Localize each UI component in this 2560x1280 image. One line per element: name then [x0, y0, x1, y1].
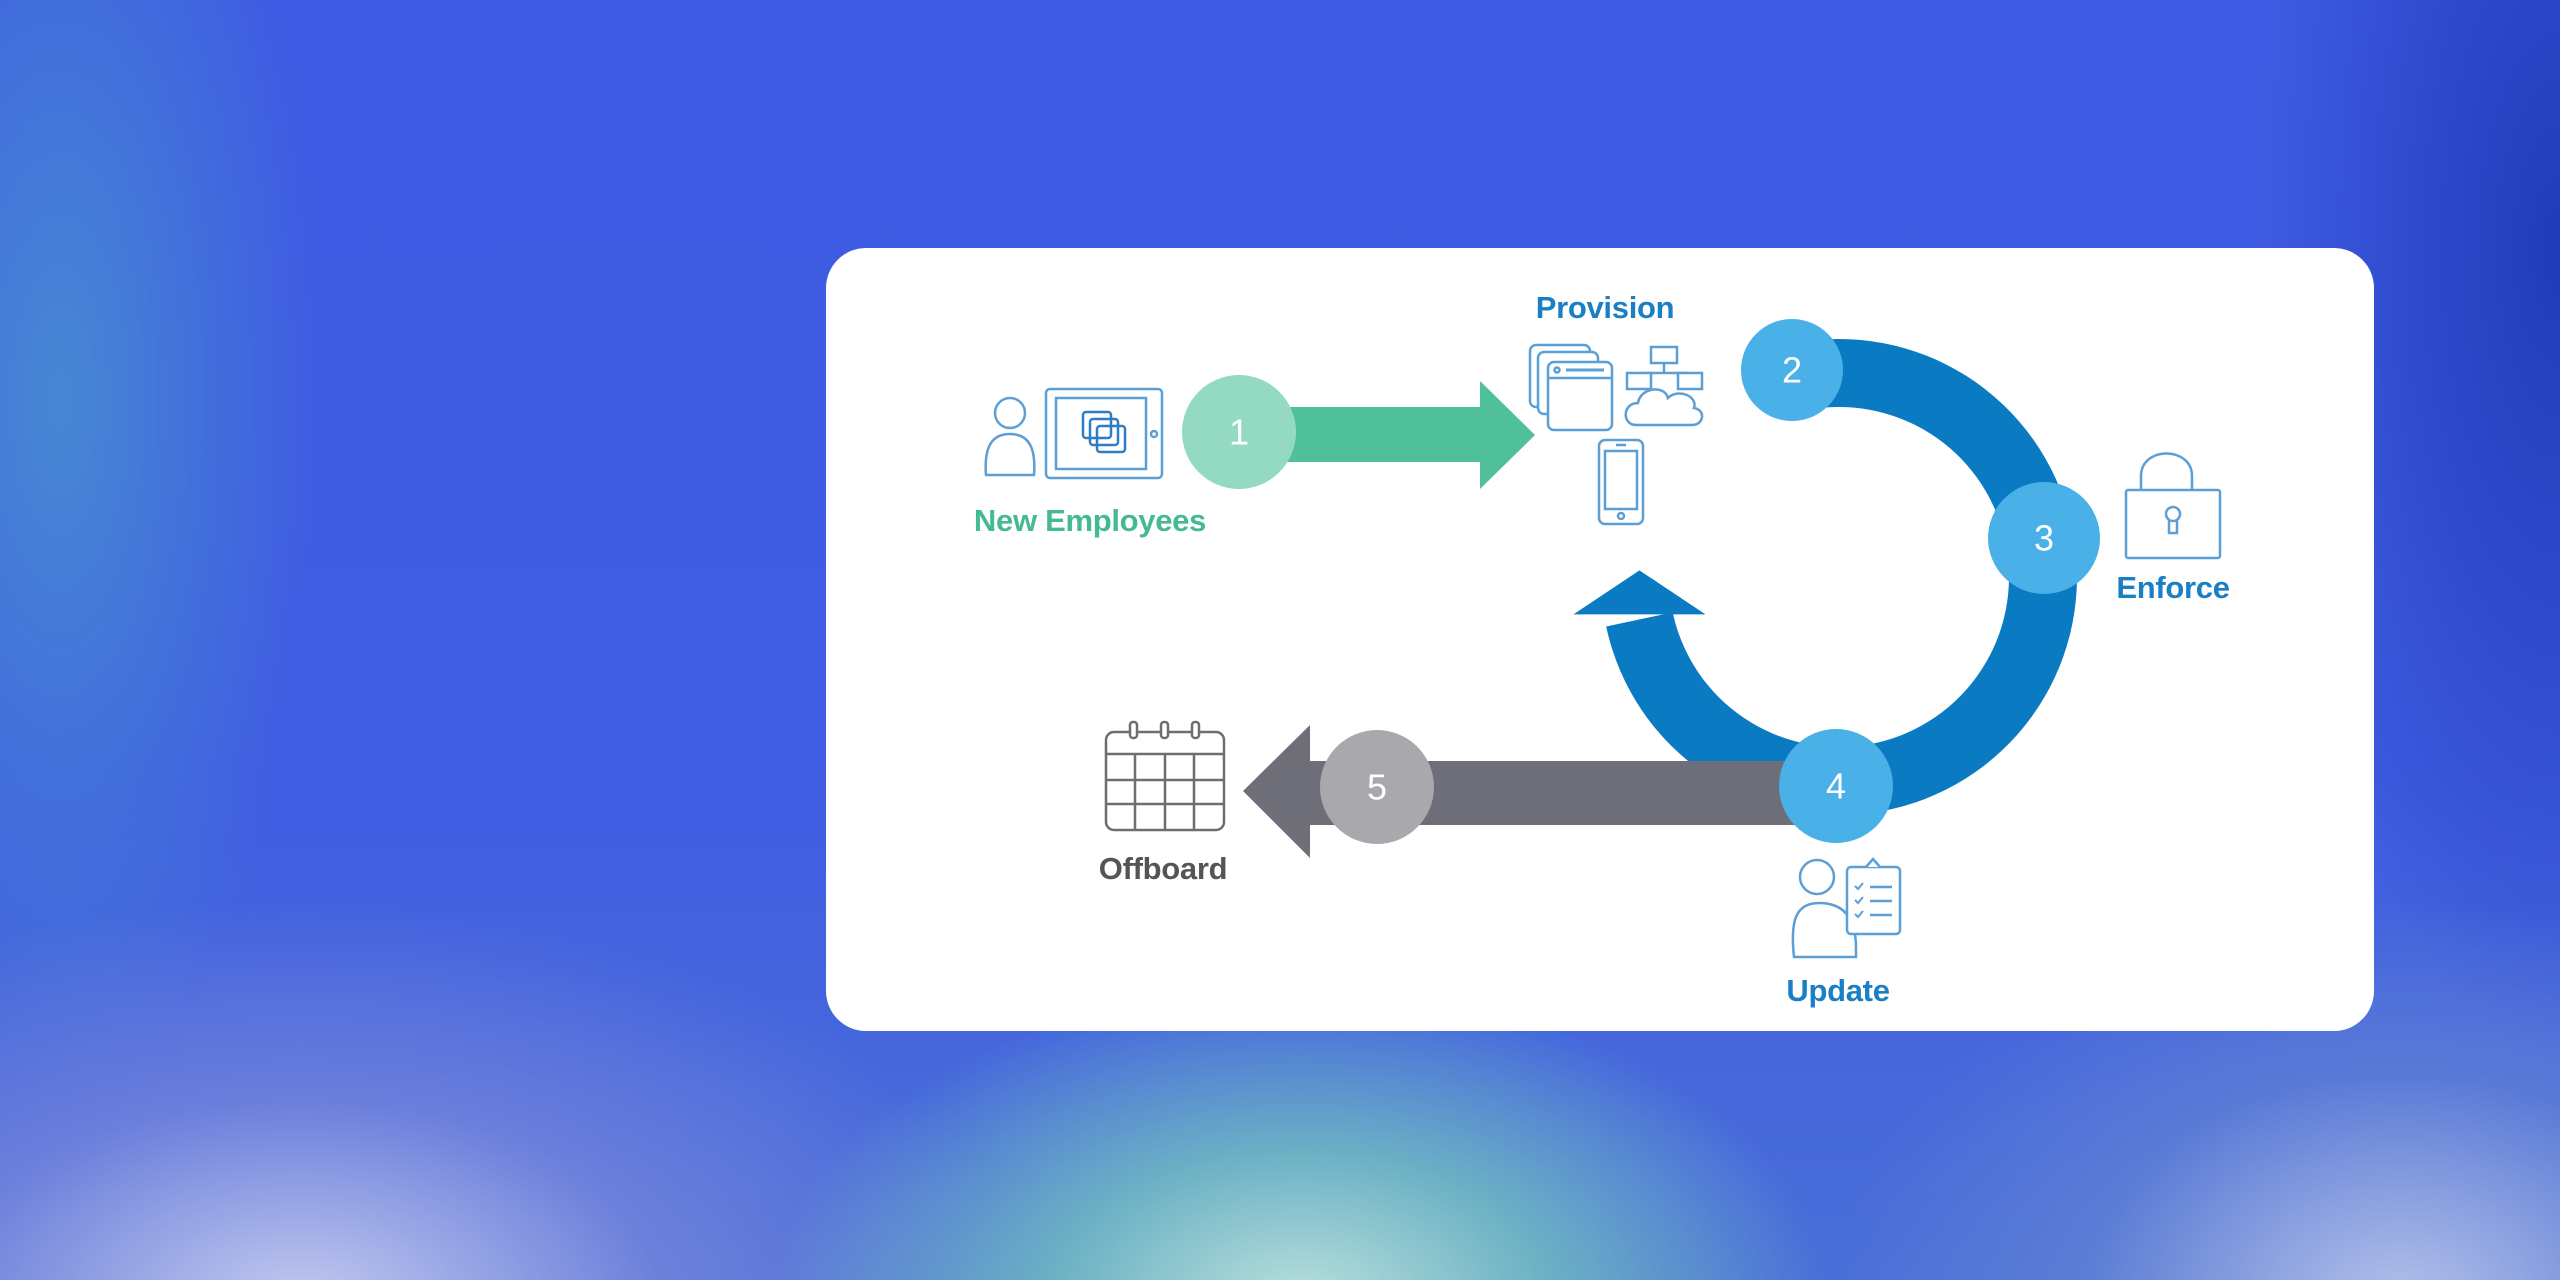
step-3-label: Enforce [2116, 570, 2230, 605]
step-5-label: Offboard [1098, 851, 1228, 886]
app-windows-icon [1528, 343, 1614, 432]
step-4-label: Update [1786, 973, 1890, 1008]
lifecycle-diagram: 1 2 3 4 5 [984, 319, 2222, 959]
step-3-marker: 3 [1988, 482, 2100, 594]
cycle-arrow-head [1573, 570, 1706, 615]
new-employee-icon [984, 396, 1036, 477]
lifecycle-card: 1 2 3 4 5 New Employees Provision Enforc… [826, 248, 2374, 1031]
tablet-icon [1044, 387, 1164, 480]
step-1-label: New Employees [973, 503, 1207, 538]
step-2-number: 2 [1782, 350, 1802, 391]
padlock-icon [2124, 452, 2222, 560]
calendar-icon [1104, 720, 1226, 832]
user-checklist-icon [1791, 857, 1902, 959]
smartphone-icon [1597, 438, 1645, 526]
step-2-marker: 2 [1741, 319, 1843, 421]
step-1-marker: 1 [1182, 375, 1296, 489]
step-4-marker: 4 [1779, 729, 1893, 843]
step-2-label: Provision [1535, 290, 1675, 325]
step-5-number: 5 [1367, 767, 1387, 808]
step-4-number: 4 [1826, 766, 1846, 807]
step-3-number: 3 [2034, 518, 2054, 559]
step-1-number: 1 [1229, 412, 1249, 453]
step-5-marker: 5 [1320, 730, 1434, 844]
cloud-network-icon [1624, 345, 1704, 427]
